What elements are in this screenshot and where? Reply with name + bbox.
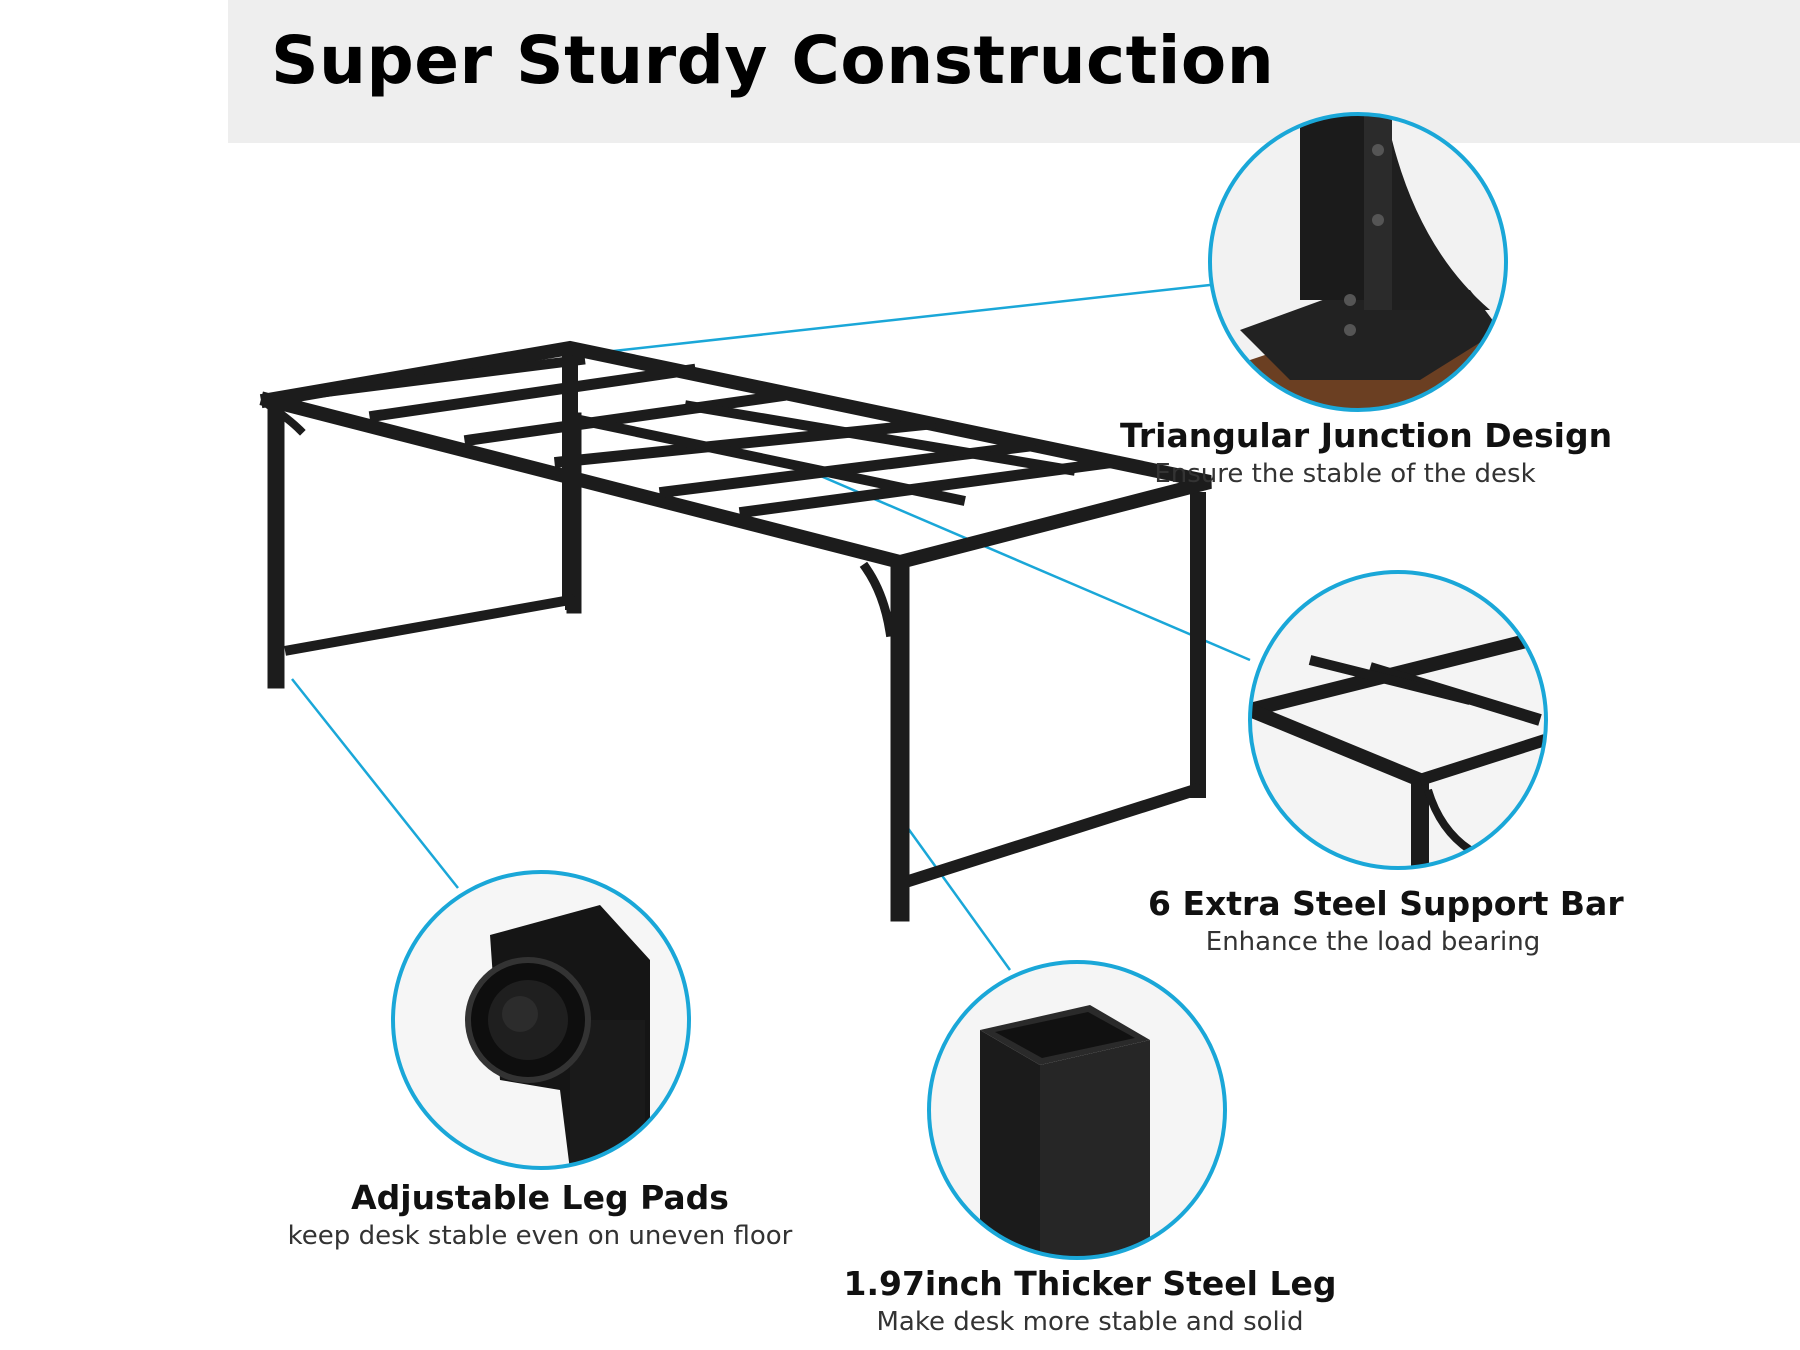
callout-subtitle: Enhance the load bearing [1205, 927, 1541, 957]
leg-feet [268, 600, 1206, 915]
detail-triangular-junction [1210, 114, 1506, 410]
detail-leg-pad [393, 872, 689, 1168]
page-title: Super Sturdy Construction [271, 22, 1275, 99]
callout-heading: 6 Extra Steel Support Bar [1148, 884, 1624, 923]
callout-triangular: Triangular Junction Design Ensure the st… [1120, 416, 1613, 489]
leader-line-triangular [567, 283, 1211, 358]
callout-leg: 1.97inch Thicker Steel Leg Make desk mor… [840, 1264, 1340, 1337]
callout-legpads: Adjustable Leg Pads keep desk stable eve… [280, 1178, 800, 1251]
callout-subtitle: Make desk more stable and solid [876, 1307, 1304, 1337]
title-band [228, 0, 1800, 143]
detail-circle-leg [927, 960, 1227, 1260]
detail-circle-support [1248, 570, 1548, 870]
detail-circle-triangular [1208, 112, 1508, 412]
callout-heading: Adjustable Leg Pads [351, 1178, 729, 1217]
detail-steel-leg [929, 962, 1225, 1258]
callout-subtitle: Ensure the stable of the desk [1154, 459, 1536, 489]
callout-support: 6 Extra Steel Support Bar Enhance the lo… [1148, 884, 1624, 957]
desk-frame [259, 340, 1212, 922]
leader-line-leg [900, 819, 1012, 971]
detail-support-bar [1250, 572, 1546, 868]
callout-heading: Triangular Junction Design [1120, 416, 1613, 455]
callout-subtitle: keep desk stable even on uneven floor [287, 1221, 793, 1251]
callout-heading: 1.97inch Thicker Steel Leg [843, 1264, 1337, 1303]
leader-line-legpads [291, 678, 459, 889]
detail-circle-legpads [391, 870, 691, 1170]
